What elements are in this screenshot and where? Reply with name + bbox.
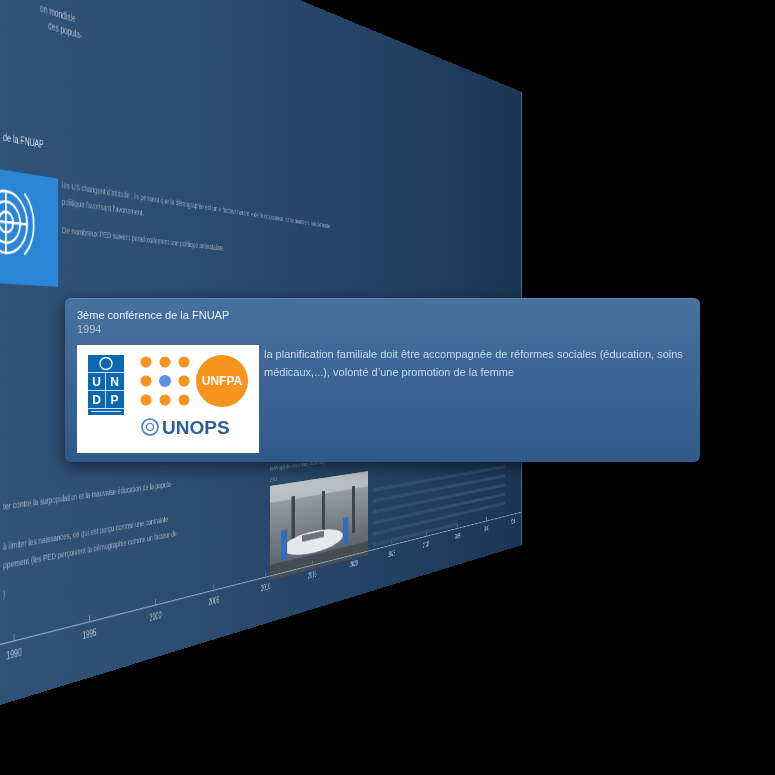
emblem-wreath [24,194,33,256]
event-year: 1994 [77,322,177,336]
axis-year: 2015 [308,569,317,581]
timeline-text: ter contre la surpopulation et la mauvai… [3,478,172,513]
unops-emblem-core [147,424,154,431]
emblem-ring [0,188,27,255]
unfpa-dot [141,376,152,387]
logo-lettering: N [106,373,123,390]
axis-year: 1995 [83,626,97,642]
image-tile [0,163,58,287]
logo-lettering: P [106,391,123,408]
undp-block [88,355,124,415]
unfpa-dot [179,395,190,406]
axis-year: 2030 [423,539,429,549]
unfpa-dot [141,357,152,368]
timeline-text: 2011 [270,475,277,484]
axis-year: 2025 [388,548,395,559]
axis-year: 2010 [261,581,271,594]
undp-rule [88,408,124,409]
axis-tick [265,571,266,577]
logo-lettering: U [88,373,105,390]
axis-year: 2000 [149,609,161,624]
timeline-text: de la FNUAP [3,130,44,151]
emblem-meridian [0,220,27,225]
axis-year: 2020 [350,558,358,569]
undp-emblem [100,358,112,370]
time-axis [0,512,522,683]
timeline-text: De nombreux PED suivent paradoxalement u… [62,224,224,253]
axis-year: 2045 [511,517,516,526]
undp-fineprint [91,411,121,412]
axis-year: 2040 [484,524,489,533]
undp-rule [105,373,106,409]
axis-tick [486,517,487,521]
unfpa-dot [160,357,171,368]
photo-car [283,525,343,560]
un-emblem [0,187,34,255]
axis-tick [391,540,392,545]
axis-tick [213,584,214,590]
undp-rule [88,372,124,373]
axis-tick [354,550,355,555]
undp-rule [88,390,124,391]
unfpa-dot [141,395,152,406]
axis-year: 2005 [209,594,220,608]
logo-lettering: UNOPS [162,415,254,439]
photo-pillar [352,486,355,533]
photo-worker [281,529,287,560]
logo-image: UNDP UNFPA UNOPS [77,345,259,453]
unfpa-disc [196,355,248,407]
logo-lettering: UNFPA [195,373,249,389]
unops-emblem [142,419,158,435]
event-body: la planification familiale doit être acc… [264,345,694,381]
event-card: 3ème conférence de la FNUAP1994 la planif… [65,298,700,462]
axis-year: 2035 [455,531,461,541]
timeline-text: ) [3,588,5,601]
photo-worker [343,517,349,546]
axis-tick [312,560,313,565]
unfpa-dot [160,395,171,406]
axis-tick [513,510,514,514]
axis-tick [457,524,458,528]
axis-tick [426,532,427,537]
axis-tick [13,634,14,641]
unfpa-emblem [159,375,171,387]
logo-lettering: D [88,391,105,408]
unfpa-dot [179,376,190,387]
event-title: 3ème conférence de la FNUAP [77,308,677,322]
axis-tick [155,599,156,605]
axis-year: 1990 [6,645,22,662]
photo-car-window [302,531,324,542]
unfpa-dot [179,357,190,368]
axis-tick [89,615,90,622]
faded-text-line [373,524,458,545]
